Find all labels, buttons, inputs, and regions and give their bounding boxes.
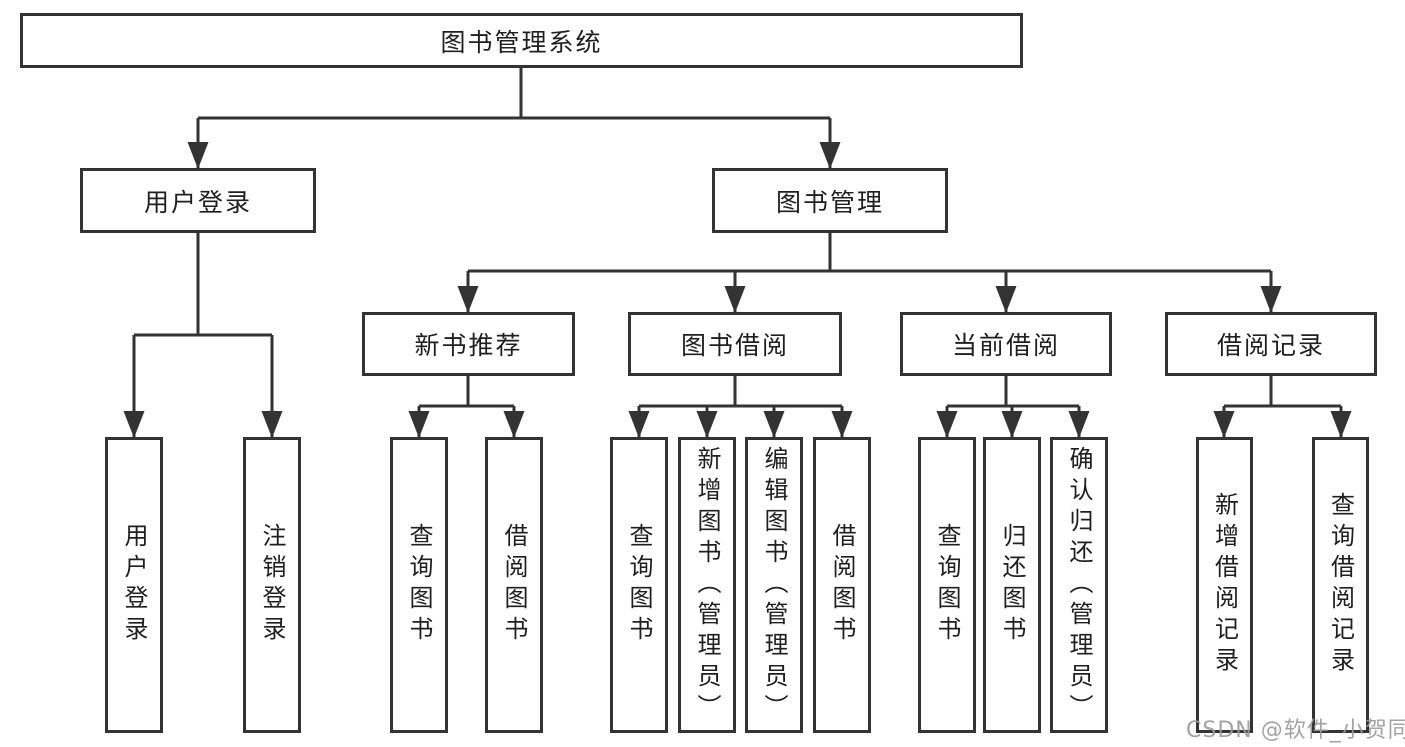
leaf-edit-book-admin-label: 编辑图书（管理员） (760, 445, 788, 725)
node-new-book-recommend-label: 新书推荐 (414, 331, 523, 360)
leaf-query-books-1: 查询图书 (390, 437, 448, 733)
leaf-return-books: 归还图书 (983, 437, 1041, 733)
leaf-logout-label: 注销登录 (258, 523, 286, 647)
fork-user-login (134, 233, 272, 337)
leaf-user-login: 用户登录 (105, 437, 163, 733)
node-book-management-label: 图书管理 (775, 187, 884, 217)
node-current-borrowing: 当前借阅 (900, 312, 1112, 376)
node-new-book-recommend: 新书推荐 (362, 312, 575, 376)
leaf-query-borrow-record-label: 查询借阅记录 (1326, 492, 1355, 678)
leaf-borrow-books-1-label: 借阅图书 (500, 523, 528, 647)
leaf-logout: 注销登录 (243, 437, 301, 733)
fork-new-book-recommend (419, 376, 514, 408)
leaf-edit-book-admin: 编辑图书（管理员） (745, 437, 803, 733)
leaf-query-books-1-label: 查询图书 (405, 523, 433, 647)
leaf-borrow-books-2: 借阅图书 (813, 437, 871, 733)
csdn-watermark: CSDN @软件_小贺同学 (1186, 718, 1405, 743)
node-root-library-system: 图书管理系统 (20, 13, 1023, 68)
leaf-confirm-return-admin: 确认归还（管理员） (1050, 437, 1108, 733)
fork-book-borrowing (639, 376, 842, 408)
node-user-login: 用户登录 (80, 168, 316, 233)
node-borrow-records-label: 借阅记录 (1216, 331, 1325, 360)
node-book-borrowing-label: 图书借阅 (680, 331, 789, 360)
fork-borrow-records (1224, 376, 1341, 408)
node-user-login-label: 用户登录 (143, 187, 252, 217)
leaf-query-books-3-label: 查询图书 (933, 523, 961, 647)
leaf-query-borrow-record: 查询借阅记录 (1312, 437, 1369, 733)
leaf-borrow-books-1: 借阅图书 (485, 437, 543, 733)
leaf-add-borrow-record: 新增借阅记录 (1196, 437, 1253, 733)
leaf-confirm-return-admin-label: 确认归还（管理员） (1065, 445, 1093, 725)
node-book-management: 图书管理 (712, 168, 948, 233)
fork-root (198, 66, 830, 120)
leaf-return-books-label: 归还图书 (998, 523, 1026, 647)
leaf-user-login-label: 用户登录 (120, 523, 148, 647)
leaf-query-books-3: 查询图书 (918, 437, 976, 733)
leaf-query-books-2: 查询图书 (610, 437, 668, 733)
node-current-borrowing-label: 当前借阅 (951, 331, 1060, 360)
node-borrow-records: 借阅记录 (1165, 312, 1377, 376)
leaf-add-borrow-record-label: 新增借阅记录 (1210, 492, 1239, 678)
leaf-add-book-admin-label: 新增图书（管理员） (693, 445, 721, 725)
fork-current-borrowing (947, 376, 1079, 408)
leaf-add-book-admin: 新增图书（管理员） (678, 437, 736, 733)
leaf-query-books-2-label: 查询图书 (625, 523, 653, 647)
leaf-borrow-books-2-label: 借阅图书 (828, 523, 856, 647)
fork-book-management (468, 233, 1271, 273)
node-root-label: 图书管理系统 (440, 27, 603, 57)
node-book-borrowing: 图书借阅 (628, 312, 842, 376)
